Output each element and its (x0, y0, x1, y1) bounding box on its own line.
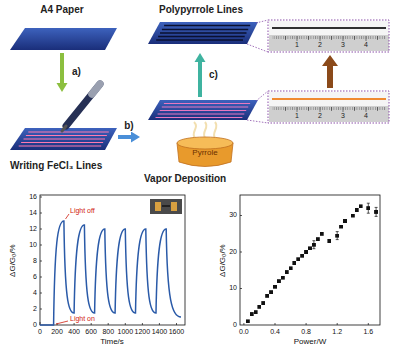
arrowhead (195, 53, 206, 62)
process-arrow (195, 53, 206, 97)
arrow-shaft (60, 53, 64, 85)
axis-label: 1200 (135, 328, 151, 336)
axis-label: 0.8 (301, 328, 311, 336)
axis-label: 20 (229, 248, 237, 256)
stage-label: Polypyrrole Lines (159, 4, 243, 16)
axis-label: 30 (229, 211, 237, 219)
axis-label: 1000 (118, 328, 134, 336)
ruler-number: 2 (318, 41, 322, 49)
axis-label: 6 (33, 273, 37, 281)
axis-label: ΔG/G₀/% (7, 245, 16, 278)
arrowhead (131, 132, 140, 143)
fecl3-lines (19, 132, 109, 146)
arrow-shaft (118, 135, 133, 139)
paper-sheet (148, 100, 258, 120)
step-label: b) (123, 120, 134, 132)
ruler-number: 2 (318, 112, 322, 120)
process-arrow (57, 53, 68, 92)
time-chart (40, 195, 185, 325)
axis-label: Power/W (294, 337, 326, 346)
process-stage: Writing FeCl₃ Lines (6, 92, 118, 174)
inset-photo (268, 20, 389, 52)
ruler-number: 1 (295, 41, 299, 49)
pen (62, 84, 100, 131)
process-stage: A4 Paper (6, 3, 118, 53)
inset-photo (268, 91, 389, 123)
axis-label: 10 (29, 241, 37, 249)
axis-label: ΔG/G₀/% (217, 245, 226, 278)
axis-label: 0.0 (239, 328, 249, 336)
axis-label: 0 (33, 321, 37, 329)
step-label: a) (71, 66, 82, 78)
arrow-shaft (198, 60, 202, 97)
pyrrole-surface (177, 137, 233, 149)
axis-label: 0 (38, 328, 42, 336)
annotation: Light on (70, 315, 95, 323)
stage-label: A4 Paper (40, 4, 83, 16)
process-arrow (118, 132, 140, 143)
ruler-number: 4 (364, 41, 368, 49)
process-stage: Polypyrrole Lines (140, 3, 262, 53)
ruler-number: 4 (364, 112, 368, 120)
polypyrrole-lines (156, 26, 250, 41)
axis-label: 14 (29, 209, 37, 217)
axis-label: 4 (33, 289, 37, 297)
fecl3-lines (156, 104, 251, 118)
axis-label: 800 (102, 328, 114, 336)
ruler-number: 3 (341, 41, 345, 49)
axis-label: 400 (68, 328, 80, 336)
annotation: Light off (70, 207, 95, 215)
axis-label: 16 (29, 193, 37, 201)
paper-sheet (10, 28, 117, 50)
vapor (194, 122, 217, 138)
axis-label: 2 (33, 305, 37, 313)
brown-arrow (322, 55, 338, 88)
power-chart (240, 195, 380, 325)
step-label: c) (208, 69, 219, 81)
ruler-number: 1 (295, 112, 299, 120)
stage-label: Vapor Deposition (144, 173, 226, 185)
stage-label: Writing FeCl₃ Lines (10, 160, 102, 172)
axis-label: 8 (33, 257, 37, 265)
axis-label: 600 (85, 328, 97, 336)
arrowhead (57, 83, 68, 92)
axis-label: 12 (29, 225, 37, 233)
ruler-number: 3 (341, 112, 345, 120)
axis-label: 10 (229, 284, 237, 292)
axis-label: 1.2 (332, 328, 342, 336)
process-stage: Vapor Deposition (140, 97, 262, 187)
liquid-label: Pyrrole (192, 148, 217, 157)
leader-line (247, 20, 268, 123)
axis-label: Time/s (100, 337, 124, 346)
paper-sheet (148, 22, 258, 44)
axis-label: 1400 (152, 328, 168, 336)
axis-label: 200 (51, 328, 63, 336)
axis-label: 0.4 (270, 328, 280, 336)
axis-label: 1600 (169, 328, 185, 336)
axis-label: 1.6 (363, 328, 373, 336)
axis-label: 0 (233, 321, 237, 329)
